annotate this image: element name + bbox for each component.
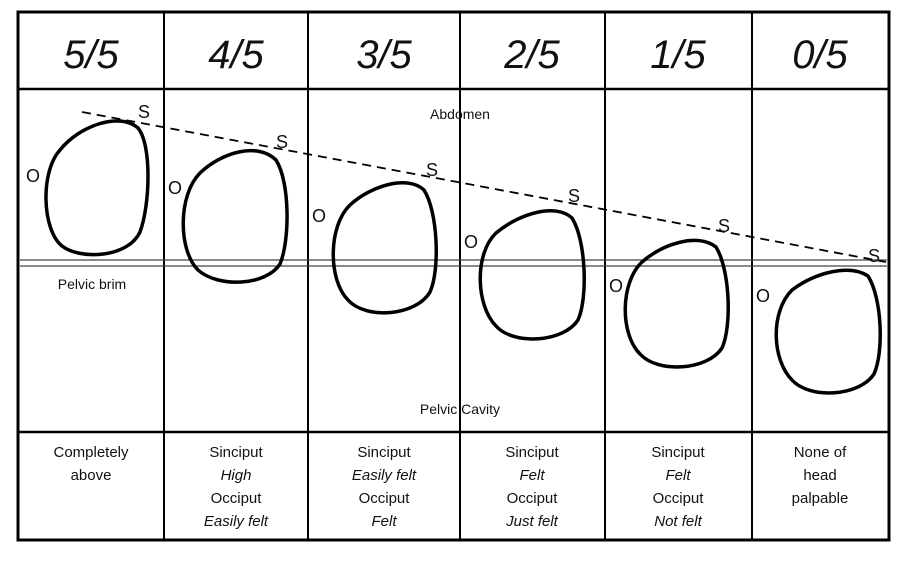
fetal-head-2-5 <box>478 209 586 341</box>
description-line: Occiput <box>653 490 705 507</box>
description-line: Felt <box>371 513 397 530</box>
sinciput-dashed-line <box>81 111 887 263</box>
description-cell: None of head palpable <box>792 444 849 507</box>
occiput-marker-4-5: O <box>168 178 182 198</box>
description-line: head <box>803 467 836 484</box>
description-line: Occiput <box>211 490 263 507</box>
sinciput-marker-2-5: S <box>568 186 580 206</box>
fraction-3-5: 3/5 <box>356 33 412 77</box>
sinciput-marker-3-5: S <box>426 160 438 180</box>
description-line: Sinciput <box>357 444 411 461</box>
description-line: Completely <box>53 444 129 461</box>
description-line: Occiput <box>507 490 559 507</box>
pelvic-brim-label: Pelvic brim <box>58 276 126 292</box>
description-line: Easily felt <box>352 467 417 484</box>
description-line: above <box>71 467 112 484</box>
description-line: Occiput <box>359 490 411 507</box>
description-line: Felt <box>519 467 545 484</box>
description-line: palpable <box>792 490 849 507</box>
fetal-head-1-5 <box>623 238 730 369</box>
fraction-2-5: 2/5 <box>503 33 560 77</box>
column-dividers <box>163 12 753 540</box>
description-line: Sinciput <box>209 444 263 461</box>
description-line: Felt <box>665 467 691 484</box>
description-line: Sinciput <box>651 444 705 461</box>
description-cell: Completely above <box>53 444 129 484</box>
description-line: Easily felt <box>204 513 269 530</box>
sinciput-marker-1-5: S <box>718 216 730 236</box>
description-line: Sinciput <box>505 444 559 461</box>
sinciput-marker-4-5: S <box>276 132 288 152</box>
fetal-head-4-5 <box>181 149 289 284</box>
pelvic-cavity-label: Pelvic Cavity <box>420 401 500 417</box>
occiput-marker-5-5: O <box>26 166 40 186</box>
occiput-marker-0-5: O <box>756 286 770 306</box>
sinciput-marker-5-5: S <box>138 102 150 122</box>
description-line: Just felt <box>505 513 559 530</box>
occiput-marker-3-5: O <box>312 206 326 226</box>
description-row: CompletelyaboveSinciputHighOcciputEasily… <box>53 444 848 530</box>
description-line: High <box>221 467 252 484</box>
description-line: None of <box>794 444 847 461</box>
fetal-head-3-5 <box>331 181 438 315</box>
fraction-0-5: 0/5 <box>792 33 848 77</box>
fetal-head-5-5 <box>44 119 150 257</box>
pelvic-brim-line <box>20 259 887 267</box>
fraction-1-5: 1/5 <box>650 33 706 77</box>
table-frame <box>16 10 891 542</box>
abdomen-label: Abdomen <box>430 106 490 122</box>
fraction-4-5: 4/5 <box>208 33 264 77</box>
sinciput-marker-0-5: S <box>868 246 880 266</box>
fetal-head-0-5 <box>774 268 882 395</box>
occiput-marker-1-5: O <box>609 276 623 296</box>
occiput-marker-2-5: O <box>464 232 478 252</box>
fraction-5-5: 5/5 <box>63 33 119 77</box>
description-line: Not felt <box>654 513 702 530</box>
